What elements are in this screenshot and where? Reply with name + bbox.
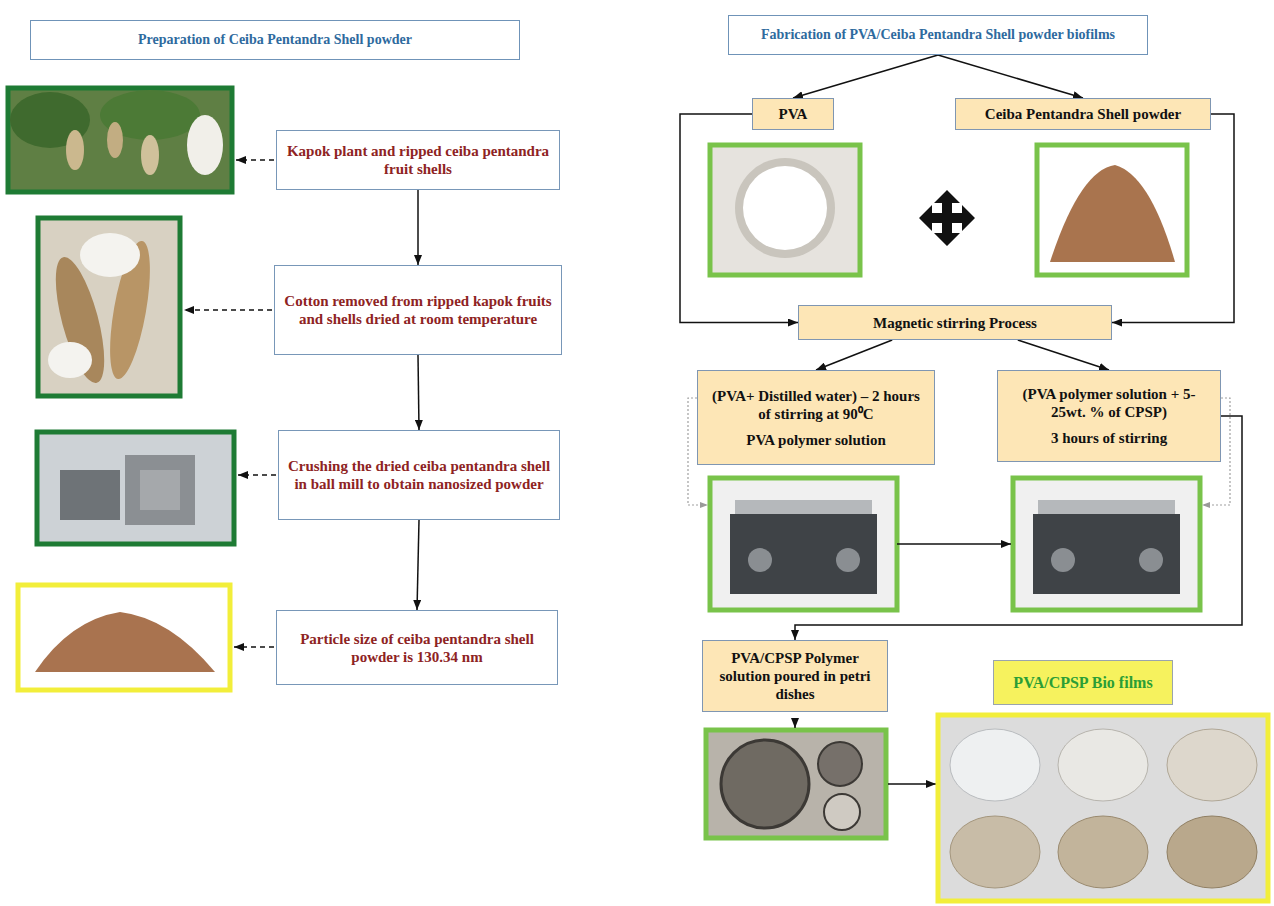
box-text: Kapok plant and ripped ceiba pentandra f… xyxy=(285,142,551,178)
box-subtext: 3 hours of stirring xyxy=(1051,429,1167,447)
flow-arrow xyxy=(888,783,936,785)
box-text: Crushing the dried ceiba pentandra shell… xyxy=(287,457,551,493)
pva-photo xyxy=(710,145,860,275)
photo-frame xyxy=(938,715,1268,901)
flow-arrow xyxy=(897,543,1011,545)
knob xyxy=(1139,548,1163,572)
flow-arrow xyxy=(793,55,938,98)
cpsp-photo xyxy=(1037,145,1187,275)
biofilms-photo xyxy=(938,715,1268,901)
powder-photo xyxy=(18,585,230,690)
photo-frame xyxy=(8,88,232,192)
petri-dish xyxy=(721,740,809,828)
box-text: Particle size of ceiba pentandra shell p… xyxy=(285,630,549,666)
box-text: Cotton removed from ripped kapok fruits … xyxy=(283,292,553,328)
ball-mill-photo xyxy=(37,432,234,544)
biofilm xyxy=(950,729,1040,801)
flow-arrow xyxy=(938,55,1083,98)
dashed-arrow xyxy=(236,159,274,161)
stirrer-plate xyxy=(1038,500,1175,514)
process-box: Magnetic stirring Process xyxy=(798,305,1112,340)
process-box: Particle size of ceiba pentandra shell p… xyxy=(276,610,558,685)
box-text: PVA/CPSP Polymer solution poured in petr… xyxy=(711,649,879,703)
petri-photo xyxy=(706,730,886,838)
powder-mound xyxy=(35,612,215,672)
section-heading: Preparation of Ceiba Pentandra Shell pow… xyxy=(30,20,520,60)
pva-powder xyxy=(743,166,827,250)
flow-arrow xyxy=(1018,340,1109,370)
photo-frame xyxy=(1037,145,1187,275)
biofilm xyxy=(1058,816,1148,888)
biofilm xyxy=(1167,729,1257,801)
flow-arrow xyxy=(816,340,892,370)
mill-body xyxy=(60,470,120,520)
process-box: Crushing the dried ceiba pentandra shell… xyxy=(278,430,560,520)
process-box: Kapok plant and ripped ceiba pentandra f… xyxy=(276,130,560,190)
petri-dish xyxy=(818,742,862,786)
blurred-area xyxy=(140,470,180,510)
box-text: PVA/CPSP Bio films xyxy=(1013,673,1152,692)
flow-arrow xyxy=(417,190,419,265)
flow-arrow xyxy=(418,355,419,430)
dashed-arrow xyxy=(184,309,272,311)
knob xyxy=(1051,548,1075,572)
dashed-arrow xyxy=(234,646,274,648)
stirrer-photo xyxy=(710,478,897,610)
fruit-pod xyxy=(141,135,159,175)
box-text: Ceiba Pentandra Shell powder xyxy=(985,105,1181,123)
fruit-pod xyxy=(66,130,84,170)
petri-dish xyxy=(824,794,860,830)
dashed-arrow xyxy=(238,474,276,476)
cotton xyxy=(80,233,140,277)
process-box: Cotton removed from ripped kapok fruits … xyxy=(274,265,562,355)
flow-arrow xyxy=(417,520,419,610)
box-text: (PVA polymer solution + 5-25wt. % of CPS… xyxy=(1006,385,1212,421)
flow-arrow xyxy=(1112,114,1234,323)
biofilm xyxy=(1058,729,1148,801)
stirrer-plate xyxy=(735,500,872,514)
process-box: (PVA polymer solution + 5-25wt. % of CPS… xyxy=(997,370,1221,462)
photo-frame xyxy=(706,730,886,838)
process-box: (PVA+ Distilled water) – 2 hours of stir… xyxy=(697,370,935,465)
cotton xyxy=(48,342,92,378)
material-box: Ceiba Pentandra Shell powder xyxy=(955,98,1211,130)
stirrer-photo xyxy=(1013,478,1200,610)
mill-drum xyxy=(125,455,195,525)
stirrer-body xyxy=(1033,514,1180,594)
dish xyxy=(735,158,835,258)
box-text: PVA xyxy=(779,105,808,123)
flow-arrow xyxy=(680,114,798,323)
fruit-pod xyxy=(107,122,123,158)
box-text: Fabrication of PVA/Ceiba Pentandra Shell… xyxy=(761,27,1115,44)
four-way-arrow xyxy=(919,190,975,246)
knob xyxy=(836,548,860,572)
result-label: PVA/CPSP Bio films xyxy=(993,660,1173,705)
process-box: PVA/CPSP Polymer solution poured in petr… xyxy=(702,640,888,712)
pods-photo xyxy=(38,218,180,396)
knob xyxy=(748,548,772,572)
material-box: PVA xyxy=(752,98,834,130)
photo-frame xyxy=(710,145,860,275)
photo-frame xyxy=(38,218,180,396)
flow-arrow xyxy=(794,718,796,728)
cotton xyxy=(187,115,223,175)
photo-frame xyxy=(710,478,897,610)
box-text: Magnetic stirring Process xyxy=(873,314,1037,332)
biofilm xyxy=(950,816,1040,888)
section-heading: Fabrication of PVA/Ceiba Pentandra Shell… xyxy=(728,15,1148,55)
stirrer-body xyxy=(730,514,877,594)
photo-frame xyxy=(37,432,234,544)
powder-mound xyxy=(1050,165,1175,262)
box-text: (PVA+ Distilled water) – 2 hours of stir… xyxy=(706,387,926,423)
biofilm xyxy=(1167,816,1257,888)
photo-frame xyxy=(18,585,230,690)
photo-frame xyxy=(1013,478,1200,610)
box-text: Preparation of Ceiba Pentandra Shell pow… xyxy=(138,32,412,49)
box-subtext: PVA polymer solution xyxy=(746,431,885,449)
kapok-tree-photo xyxy=(8,88,232,192)
